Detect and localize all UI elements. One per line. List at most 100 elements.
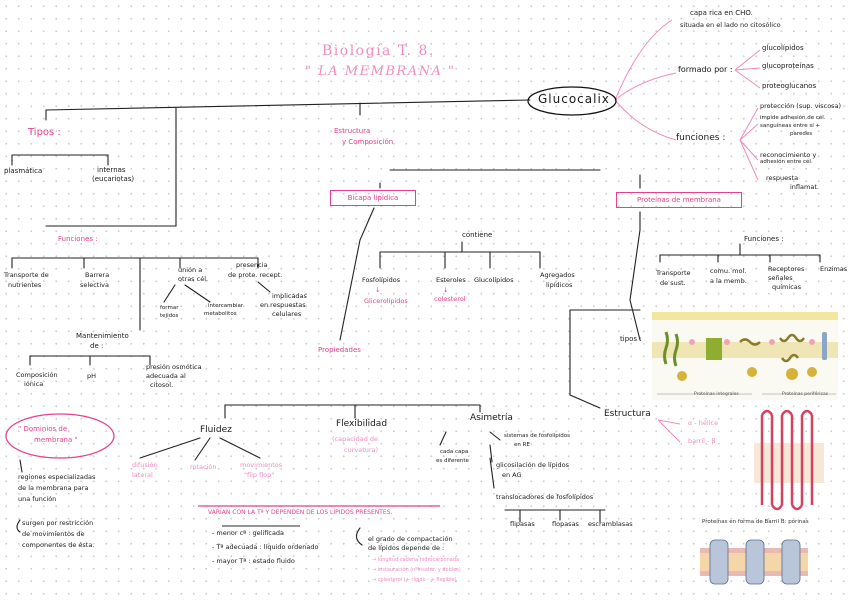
propiedades-label: Propiedades <box>318 346 361 354</box>
glucocalix-cape-1: capa rica en CHO. <box>690 9 753 17</box>
asimetria-item-4: en RE <box>514 442 530 448</box>
barril-beta-figure <box>700 530 828 596</box>
proteinas-tipos-label: tipos : <box>620 335 642 343</box>
proteinas-membrana-box: Proteínas de membrana <box>616 192 742 208</box>
fluidez-item-3: rotación <box>190 463 217 471</box>
asimetria-item-5: glicosilación de lípidos <box>496 461 570 469</box>
estructura-label-1: Estructura <box>334 127 371 135</box>
asimetria-item-3: sistemas de fosfolípidos <box>504 433 571 439</box>
lipid-lipidicos: lipídicos <box>546 281 573 289</box>
glucocalix-fn-7: respuesta <box>766 174 799 182</box>
dominios-label-2: membrana " <box>34 436 78 444</box>
prot-fn-2: de sust. <box>660 279 686 287</box>
fn-left-14: intercambiar <box>208 303 244 309</box>
asimetria-item-6: en AG <box>502 471 522 479</box>
fluidez-item-4: movimientos <box>240 461 283 469</box>
glucocalix-fn-1: protección (sup. viscosa) <box>760 102 842 110</box>
contiene-label: contiene <box>462 231 493 239</box>
fig-label-integrales: Proteínas integrales <box>694 392 739 397</box>
flexibilidad-label: Flexibilidad <box>336 419 388 429</box>
proteinas-funciones-label: Funciones : <box>744 235 784 243</box>
grado-2: de lípidos depende de : <box>368 544 445 552</box>
dominios-label-1: " Dominios de <box>18 425 68 433</box>
lipid-esteroles: Esteroles <box>436 276 466 284</box>
lipid-arrow-2: ↓ <box>443 286 449 294</box>
tipos-eucariotas: (eucariotas) <box>92 175 135 183</box>
lipid-fosfolipidos: Fosfolípidos <box>362 276 401 284</box>
estructura-alfa-helice: α - hélice <box>688 419 719 427</box>
tipos-plasmatica: plasmática <box>4 167 43 175</box>
formado-item-2: glucoproteínas <box>762 62 814 70</box>
funciones-left-label: Funciones : <box>58 235 98 243</box>
fn-left-10: en respuestas <box>260 301 306 309</box>
asimetria-item-10: escramblasas <box>588 520 633 528</box>
dominios-item-6: componentes de ésta. <box>22 541 95 549</box>
formado-item-3: proteoglucanos <box>762 82 817 90</box>
fn-left-12: formar <box>160 305 179 311</box>
mant-item-6: citosol. <box>150 381 174 389</box>
page-title: Biología T. 8. <box>322 43 435 59</box>
barril-figure-title: Proteínas en forma de Barril B: porinas <box>702 519 809 525</box>
asimetria-label: Asimetría <box>470 413 513 423</box>
formado-label: formado por : <box>678 65 733 74</box>
fn-left-1: Transporte de <box>4 271 49 279</box>
grado-5: → colesterol (+ rígido - + flexible) <box>372 577 457 583</box>
temp-3: - mayor Tª : estado fluido <box>212 557 295 565</box>
page-subtitle: " LA MEMBRANA " <box>305 64 456 79</box>
flexibilidad-item-1: (capacidad de <box>332 435 379 443</box>
lipid-arrow-1: ↓ <box>375 286 381 294</box>
fn-left-6: otras cél. <box>178 275 209 283</box>
prot-fn-3: comu. mol. <box>710 267 747 275</box>
dominios-item-5: de movimientos de <box>22 530 85 538</box>
tipos-internas: internas <box>97 166 126 174</box>
alpha-helix-figure <box>754 405 834 515</box>
protein-types-figure <box>652 312 838 400</box>
fn-left-11: celulares <box>272 310 302 318</box>
mant-item-2: iónica <box>24 380 44 388</box>
lipid-colesterol: colesterol <box>434 295 466 303</box>
prot-fn-6: señales <box>768 274 793 282</box>
tipos-label: Tipos : <box>28 127 61 138</box>
mant-item-3: pH <box>87 372 97 380</box>
fn-left-2: nutrientes <box>8 281 42 289</box>
bicapa-lipidica-box: Bicapa lipídica <box>330 190 416 206</box>
mantenimiento-label: Mantenimiento <box>76 332 129 340</box>
fn-left-15: metabolitos <box>204 311 237 317</box>
temp-1: - menor cª : gelificada <box>212 529 285 537</box>
fn-left-13: tejidos <box>160 313 179 319</box>
grado-3: → longitud cadena hidrocarbonada <box>372 557 460 563</box>
asimetria-item-9: flopasas <box>552 520 579 528</box>
fn-left-3: Barrera <box>85 271 110 279</box>
fluidez-item-5: "flip flop" <box>244 471 275 479</box>
asimetria-item-1: cada capa <box>440 449 469 455</box>
fig-label-perifericas: Proteínas periféricas <box>782 392 829 397</box>
glucocalix-fn-5: reconocimiento y <box>760 151 817 159</box>
fn-left-9: implicadas <box>272 292 307 300</box>
formado-item-1: glucolípidos <box>762 44 804 52</box>
mant-item-5: adecuada al <box>146 372 186 380</box>
prot-fn-8: Enzimas <box>820 265 848 273</box>
varian-label: VARÍAN CON LA Tª Y DEPENDEN DE LOS LÍPID… <box>208 509 393 516</box>
fn-left-7: presencia <box>236 261 268 269</box>
dominios-item-4: surgen por restricción <box>22 519 94 527</box>
lipid-glucolipidos: Glucolípidos <box>474 276 514 284</box>
asimetria-item-8: flipasas <box>510 520 535 528</box>
prot-fn-7: químicas <box>772 283 802 291</box>
fn-left-5: unión a <box>178 266 203 274</box>
fluidez-label: Fluidez <box>200 425 232 435</box>
dominios-item-3: una función <box>18 495 57 503</box>
mant-item-1: Composición <box>16 371 58 379</box>
grado-4: → instauración (nºinsatur. y dobles) <box>372 567 461 573</box>
fluidez-item-2: lateral <box>132 471 153 479</box>
temp-2: - Tª adecuada : líquido ordenado <box>212 543 319 551</box>
prot-fn-1: Transporte <box>656 269 691 277</box>
estructura-label-2: y Composición <box>342 138 394 146</box>
glucocalix-funciones-label: funciones : <box>676 133 726 143</box>
glucocalix-fn-4: paredes <box>790 131 813 137</box>
prot-fn-5: Receptores <box>768 265 805 273</box>
flexibilidad-item-2: curvatura) <box>344 446 379 454</box>
fn-left-8: de prote. recept. <box>228 271 283 279</box>
glucocalix-fn-6: adhesión entre cél. <box>760 159 813 165</box>
grado-1: el grado de compactación <box>368 535 453 543</box>
